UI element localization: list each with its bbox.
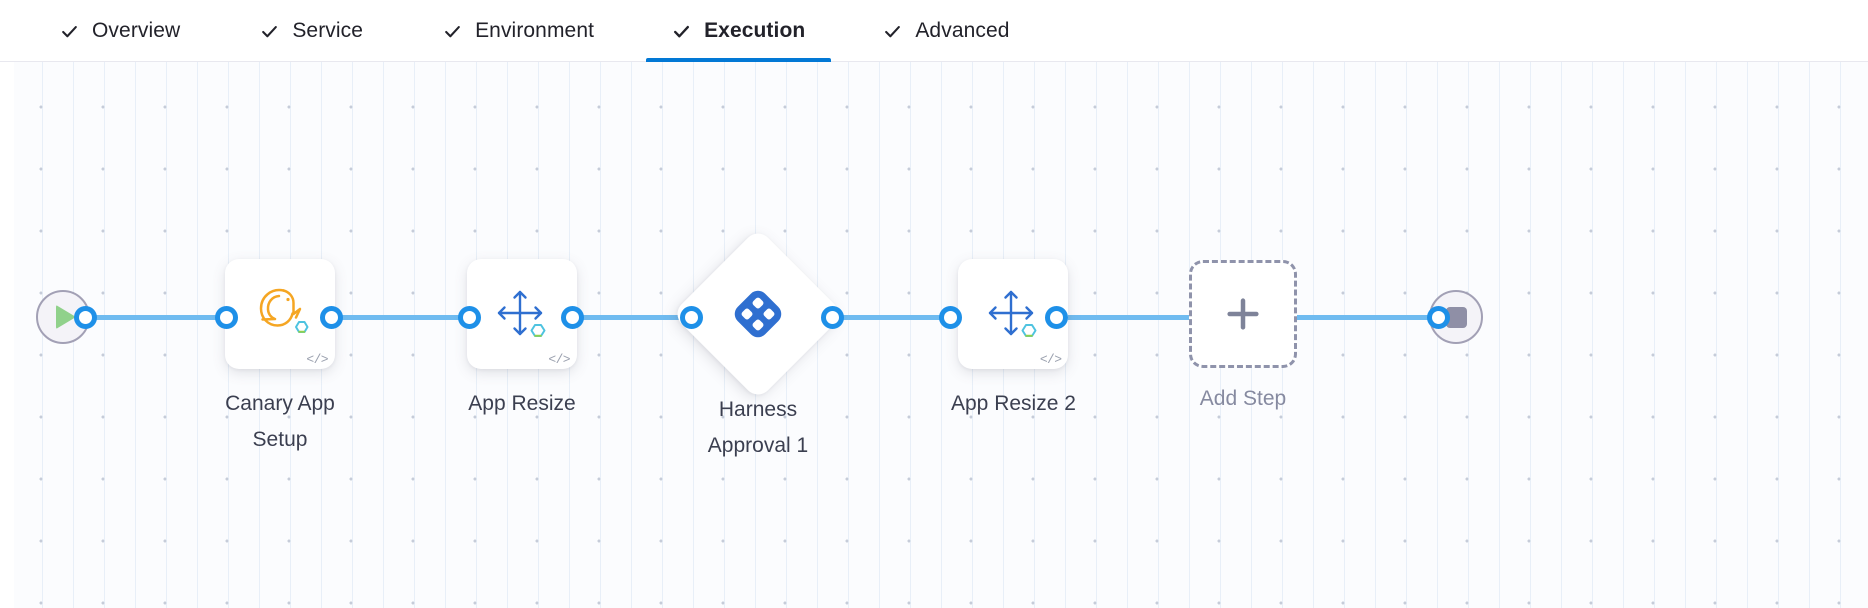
- code-icon: </>: [1039, 352, 1062, 367]
- tab-overview-label: Overview: [92, 19, 181, 42]
- tab-environment-label: Environment: [475, 19, 595, 42]
- connector-resize2-to-addstep: [1063, 315, 1213, 320]
- check-icon: [62, 25, 77, 37]
- connector-resize-to-approval: [580, 315, 710, 320]
- play-icon: [55, 305, 76, 329]
- port-start-out[interactable]: [74, 306, 97, 329]
- node-app-resize[interactable]: </> App Resize: [467, 259, 577, 422]
- tab-service-label: Service: [292, 19, 364, 42]
- add-step-button[interactable]: [1189, 260, 1297, 368]
- app-resize-card[interactable]: </>: [467, 259, 577, 369]
- node-harness-approval-1[interactable]: Harness Approval 1: [671, 227, 845, 464]
- harness-approval-1-label: Harness Approval 1: [707, 398, 809, 457]
- tab-advanced[interactable]: Advanced: [857, 0, 1035, 62]
- check-icon: [445, 25, 460, 37]
- execution-pipeline-canvas[interactable]: </> Canary App Setup </> App Resize: [0, 62, 1868, 608]
- connector-start-to-canary: [95, 315, 245, 320]
- tab-advanced-label: Advanced: [915, 19, 1010, 42]
- connector-addstep-to-end: [1296, 315, 1446, 320]
- port-canary-out[interactable]: [320, 306, 343, 329]
- port-resize-in[interactable]: [458, 306, 481, 329]
- code-icon: </>: [548, 352, 570, 367]
- port-approval-out[interactable]: [821, 306, 844, 329]
- port-approval-in[interactable]: [680, 306, 703, 329]
- tab-environment[interactable]: Environment: [417, 0, 620, 62]
- add-step-label: Add Step: [1199, 387, 1287, 410]
- resize-arrows-icon: [989, 290, 1037, 337]
- canary-app-setup-card[interactable]: </>: [225, 259, 335, 369]
- connector-canary-to-resize: [340, 315, 490, 320]
- canary-bird-icon: [259, 288, 309, 333]
- canary-app-setup-label: Canary App Setup: [225, 392, 335, 451]
- node-add-step[interactable]: Add Step: [1189, 260, 1297, 417]
- node-canary-app-setup[interactable]: </> Canary App Setup: [225, 259, 335, 458]
- app-resize-2-label: App Resize 2: [951, 392, 1076, 415]
- port-resize2-in[interactable]: [939, 306, 962, 329]
- harness-logo-icon: [734, 290, 782, 338]
- tab-execution[interactable]: Execution: [646, 0, 832, 62]
- resize-arrows-icon: [497, 290, 546, 337]
- port-resize-out[interactable]: [561, 306, 584, 329]
- port-canary-in[interactable]: [215, 306, 238, 329]
- tab-overview[interactable]: Overview: [34, 0, 206, 62]
- code-icon: </>: [306, 352, 328, 367]
- check-icon: [262, 25, 278, 37]
- harness-approval-diamond[interactable]: [671, 227, 845, 401]
- port-end-in[interactable]: [1427, 306, 1450, 329]
- check-icon: [674, 25, 690, 37]
- check-icon: [885, 25, 901, 37]
- node-app-resize-2[interactable]: </> App Resize 2: [951, 259, 1076, 422]
- plus-icon: [1227, 298, 1259, 330]
- port-resize2-out[interactable]: [1045, 306, 1068, 329]
- tab-service[interactable]: Service: [234, 0, 389, 62]
- pipeline-studio-tabbar: Overview Service Environment Execution A…: [0, 0, 1868, 62]
- stop-icon: [1445, 306, 1467, 328]
- connector-approval-to-resize2: [838, 315, 966, 320]
- tab-execution-label: Execution: [704, 19, 806, 42]
- app-resize-label: App Resize: [468, 392, 576, 415]
